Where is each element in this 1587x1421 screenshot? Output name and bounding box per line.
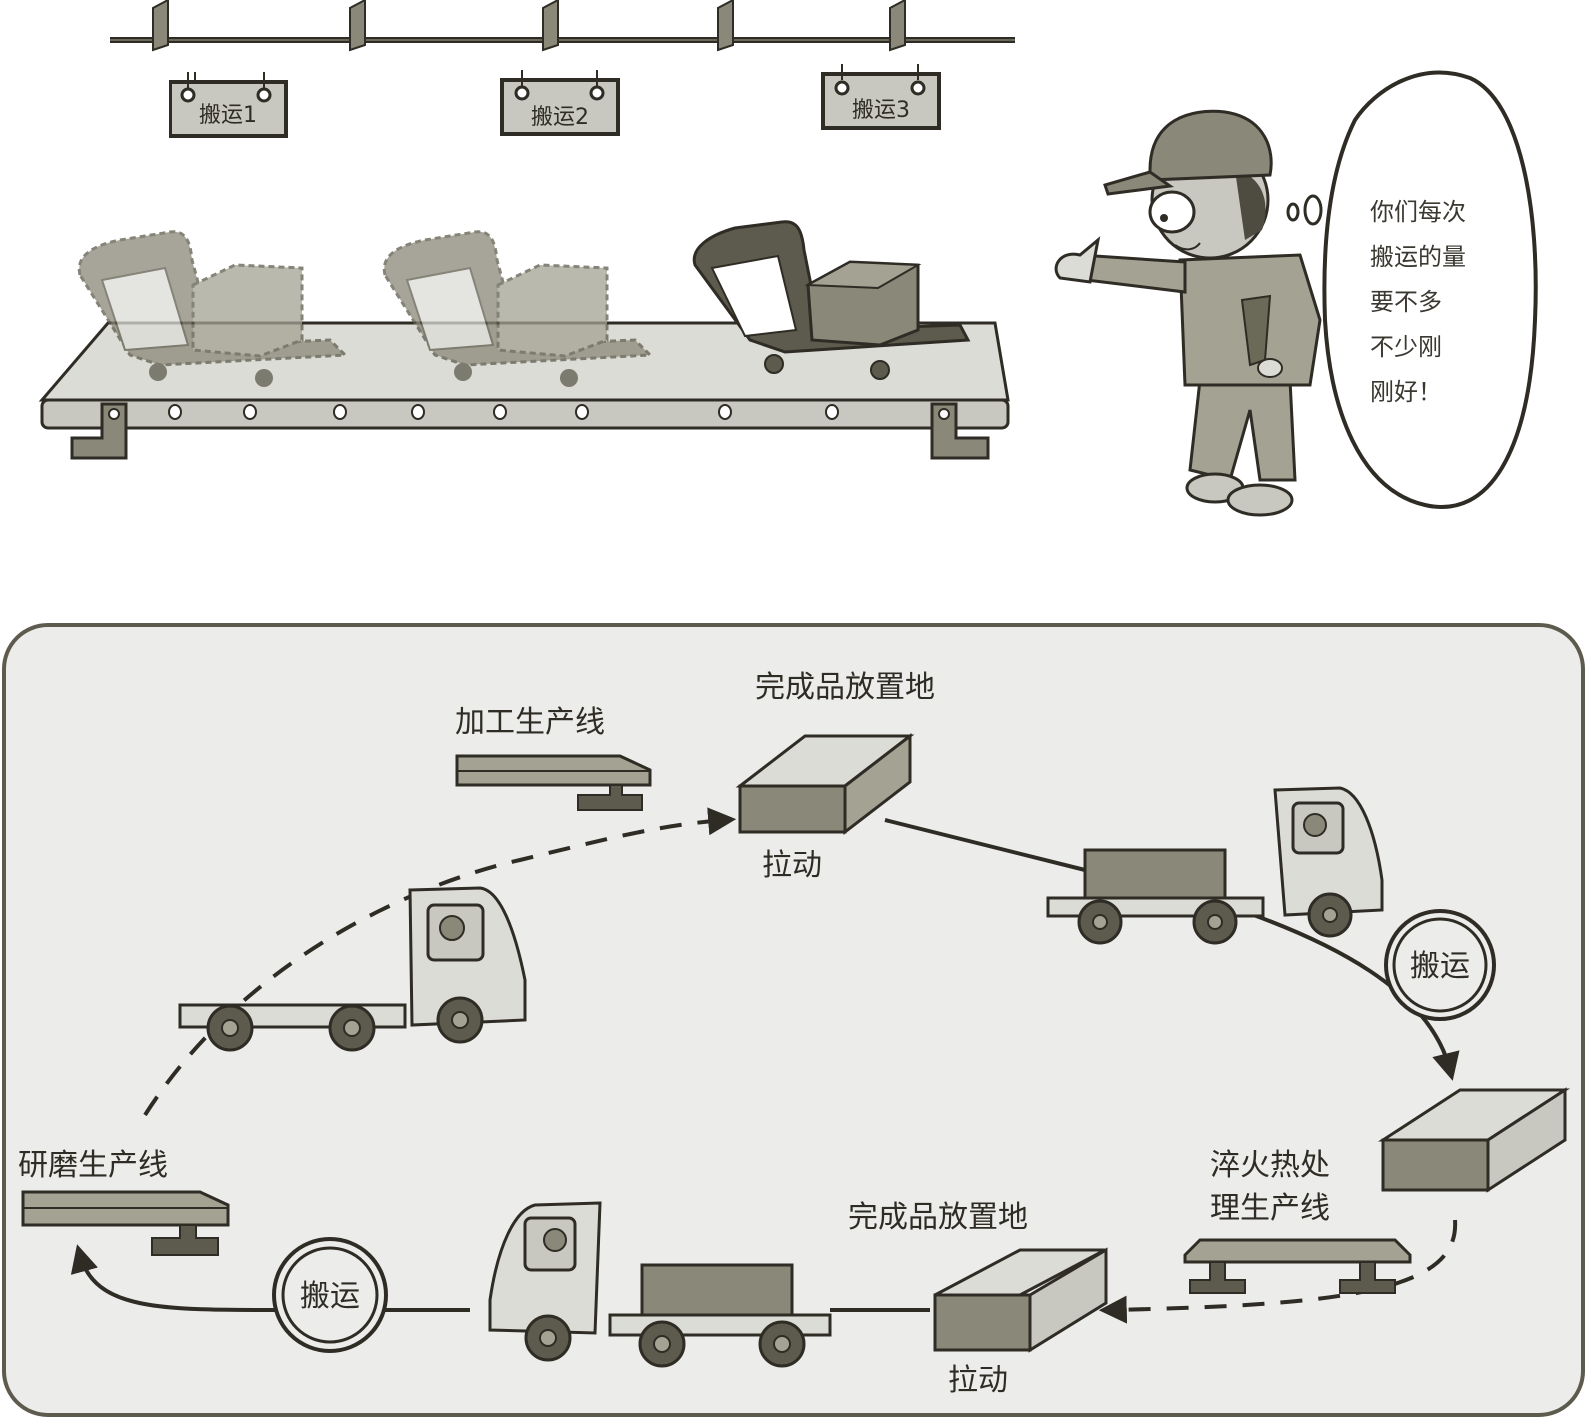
bubble-line-5: 刚好！ bbox=[1370, 378, 1442, 406]
quench-line-conveyor bbox=[1183, 1238, 1412, 1294]
transport-badge-right: 搬运 bbox=[1384, 909, 1496, 1021]
truck-loaded-bottom bbox=[488, 1201, 832, 1368]
conveyor-leg-left bbox=[70, 402, 128, 460]
transport-label-right: 搬运 bbox=[1410, 949, 1470, 984]
label-finished-goods-bottom: 完成品放置地 bbox=[848, 1200, 1028, 1235]
label-quench-line-2: 理生产线 bbox=[1210, 1191, 1330, 1226]
rail-sign-2-rings bbox=[514, 70, 605, 101]
thought-dots bbox=[1286, 194, 1323, 226]
truck-loaded-right bbox=[1046, 786, 1384, 945]
label-finished-goods-top: 完成品放置地 bbox=[755, 670, 935, 705]
label-pull-bottom: 拉动 bbox=[948, 1363, 1008, 1398]
rail-sign-label-2: 搬运2 bbox=[531, 105, 589, 130]
cart-ghost-1 bbox=[77, 230, 349, 387]
label-grinding-line: 研磨生产线 bbox=[18, 1148, 168, 1183]
rail-bracket bbox=[542, 0, 559, 52]
conveyor-leg-right bbox=[930, 402, 990, 460]
rail-bracket bbox=[889, 0, 906, 52]
finished-goods-box-bottom bbox=[933, 1247, 1108, 1353]
transport-badge-left: 搬运 bbox=[272, 1237, 388, 1353]
overhead-rail bbox=[110, 0, 1015, 52]
rail-bracket bbox=[717, 0, 734, 52]
flow-panel bbox=[2, 623, 1585, 1417]
bubble-line-3: 要不多 bbox=[1370, 288, 1442, 316]
cart-current bbox=[692, 220, 971, 380]
bubble-line-1: 你们每次 bbox=[1370, 198, 1466, 226]
processing-line-conveyor bbox=[455, 754, 652, 811]
finished-goods-box-top bbox=[735, 732, 915, 836]
bubble-line-2: 搬运的量 bbox=[1370, 243, 1466, 271]
worker-figure bbox=[1054, 109, 1322, 517]
rail-bracket bbox=[152, 0, 169, 52]
rail-sign-1-board bbox=[168, 72, 288, 138]
quench-input-box bbox=[1377, 1087, 1571, 1193]
transport-label-left: 搬运 bbox=[300, 1279, 360, 1314]
cart-ghost-2 bbox=[382, 230, 654, 387]
label-pull-top: 拉动 bbox=[762, 848, 822, 883]
rail-sign-3-rings bbox=[834, 64, 926, 96]
rail-sign-label-1: 搬运1 bbox=[199, 103, 257, 128]
bubble-line-4: 不少刚 bbox=[1370, 333, 1442, 361]
grinding-line-conveyor bbox=[21, 1190, 230, 1256]
truck-empty bbox=[178, 886, 527, 1052]
label-processing-line: 加工生产线 bbox=[455, 705, 605, 740]
speech-bubble: 你们每次 搬运的量 要不多 不少刚 刚好！ bbox=[1322, 70, 1538, 509]
rail-bracket bbox=[349, 0, 366, 52]
rail-sign-label-3: 搬运3 bbox=[852, 98, 910, 123]
label-quench-line-1: 淬火热处 bbox=[1210, 1148, 1330, 1183]
